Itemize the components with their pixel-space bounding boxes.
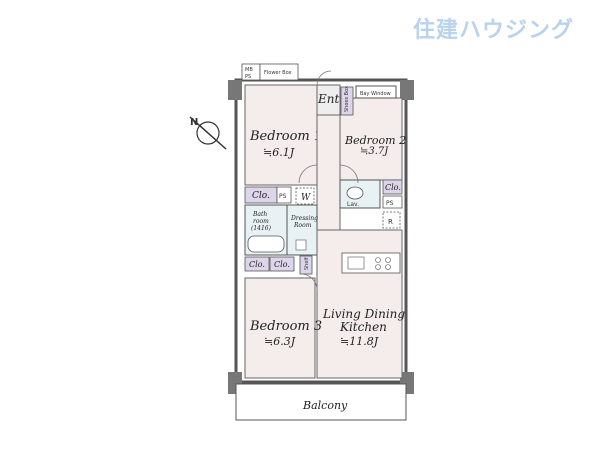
mb-ps: MB PS [241,63,261,81]
bedroom-1-name: Bedroom 1 [249,129,322,144]
closet-upper: Clo. PS [244,186,292,204]
ps-label: PS [279,193,287,200]
closet-label: Clo. [252,191,270,201]
bedroom-2-size: ≒3.7J [360,146,389,157]
lav-label: Lav. [347,201,359,208]
bathroom: Bath room (1416) [244,204,288,256]
dressing-room: Dressing Room [286,204,318,256]
bedroom-3: Bedroom 3 ≒6.3J [244,277,322,379]
bedroom-1-size: ≒6.1J [263,146,295,159]
balcony: Balcony [235,383,407,421]
ldk-name-line1: Living Dining [322,307,405,321]
ldk-size: ≒11.8J [340,335,379,348]
shoes-box: Shoes Box [340,86,354,116]
fridge-space: R [382,211,401,229]
compass-icon: N [189,116,227,150]
flower-box: Flower Box [259,63,299,81]
washer-label: W [301,193,311,203]
bedroom-2-closet-label: Clo. [385,183,401,192]
flower-box-label: Flower Box [264,70,291,76]
door-swings [298,164,359,291]
closet-lower: Clo. Clo. Shelf [244,255,313,275]
washer-space: W [295,187,315,205]
living-dining-kitchen: Living Dining Kitchen ≒11.8J [316,229,405,379]
mb-ps-label: PS [245,74,251,80]
bedroom-3-size: ≒6.3J [264,335,296,348]
mb-label: MB [245,67,253,73]
entrance-label: Ent [317,92,339,106]
ldk-name-line2: Kitchen [339,320,387,334]
shelf-label: Shelf [304,257,310,270]
bath-line1: Bath [252,211,267,218]
bath-line3: (1416) [251,225,272,232]
brand-logo: 住建ハウジング [412,18,574,43]
bay-window-label: Bay Window [360,91,391,97]
dressing-line2: Room [293,222,312,229]
dressing-line1: Dressing [290,215,318,222]
bedroom-2-ps-label: PS [386,200,394,207]
bedroom-2-closet: Clo. PS [382,179,403,209]
lavatory: Lav. [339,179,381,209]
compass-label: N [190,117,198,128]
closet-lower-2-label: Clo. [274,260,290,269]
bath-line2: room [253,218,269,225]
balcony-label: Balcony [302,399,348,412]
closet-lower-1-label: Clo. [249,260,265,269]
entrance: Ent [316,70,341,116]
bedroom-3-name: Bedroom 3 [249,319,322,334]
shoes-box-label: Shoes Box [344,86,350,112]
bedroom-2-name: Bedroom 2 [344,134,406,147]
bay-window: Bay Window [355,85,397,99]
fridge-label: R [388,218,393,226]
bedroom-1: Bedroom 1 ≒6.1J [244,84,322,186]
